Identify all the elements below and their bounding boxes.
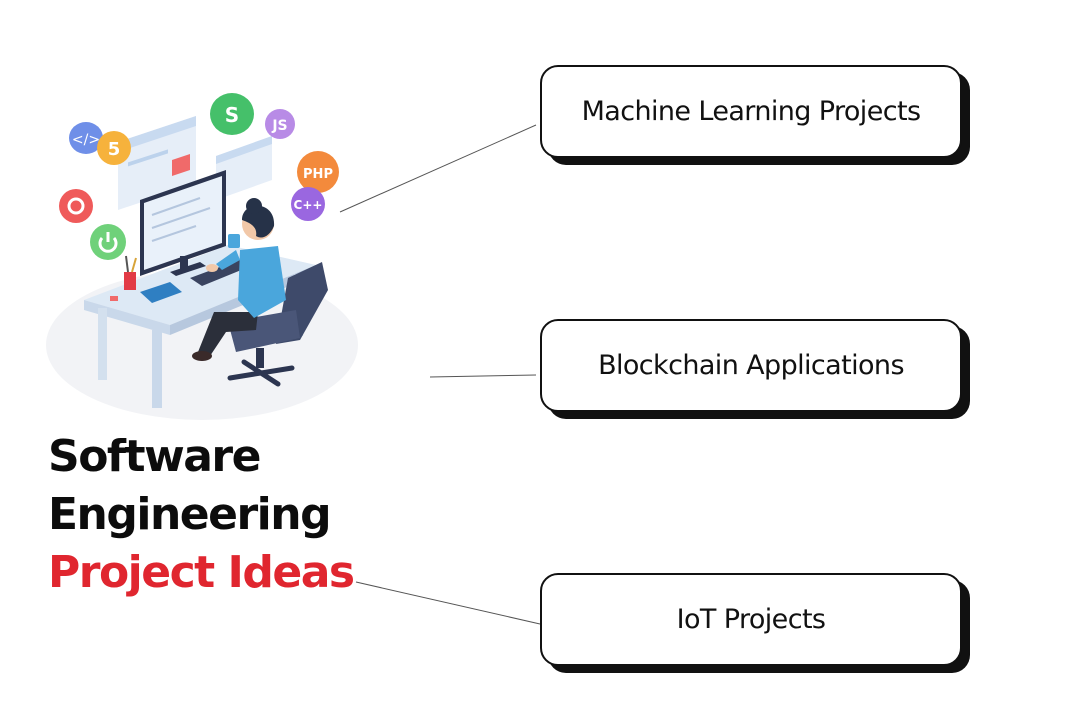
svg-text:JS: JS: [271, 118, 287, 134]
svg-text:5: 5: [108, 139, 121, 160]
connector-line-blockchain: [429, 374, 537, 378]
page-title: Software Engineering Project Ideas: [48, 428, 355, 602]
developer-figure: [192, 198, 286, 361]
title-line-1: Software: [48, 431, 261, 482]
idea-box-label: Machine Learning Projects: [581, 96, 921, 127]
floating-panels: [118, 116, 272, 210]
connector-lines: [339, 124, 541, 625]
coffee-mug: [228, 234, 240, 248]
pen-cup: [124, 272, 136, 290]
developer-illustration: </> 5 S JS PHP C++: [46, 93, 358, 420]
html5-icon: 5: [97, 131, 131, 165]
svg-text:PHP: PHP: [303, 167, 333, 182]
title-line-2: Engineering: [48, 489, 332, 540]
svg-text:C++: C++: [294, 198, 323, 212]
idea-box-blockchain: Blockchain Applications: [540, 319, 962, 412]
notebook: [140, 282, 182, 303]
title-line-3: Project Ideas: [48, 547, 355, 598]
php-icon: PHP: [297, 151, 339, 193]
monitor: [140, 170, 226, 276]
idea-box-iot: IoT Projects: [540, 573, 962, 666]
connector-line-ml: [339, 124, 537, 213]
cpp-icon: C++: [291, 187, 325, 221]
svg-text:</>: </>: [72, 132, 100, 148]
power-icon: [90, 224, 126, 260]
svg-text:S: S: [225, 103, 239, 127]
connector-line-iot: [355, 581, 541, 625]
idea-box-label: IoT Projects: [676, 604, 826, 635]
idea-box-machine-learning: Machine Learning Projects: [540, 65, 962, 158]
gear-icon: [59, 189, 93, 223]
idea-box-label: Blockchain Applications: [598, 350, 904, 381]
css-icon: S: [210, 93, 254, 135]
code-icon: </>: [69, 122, 103, 154]
js-icon: JS: [265, 109, 295, 139]
